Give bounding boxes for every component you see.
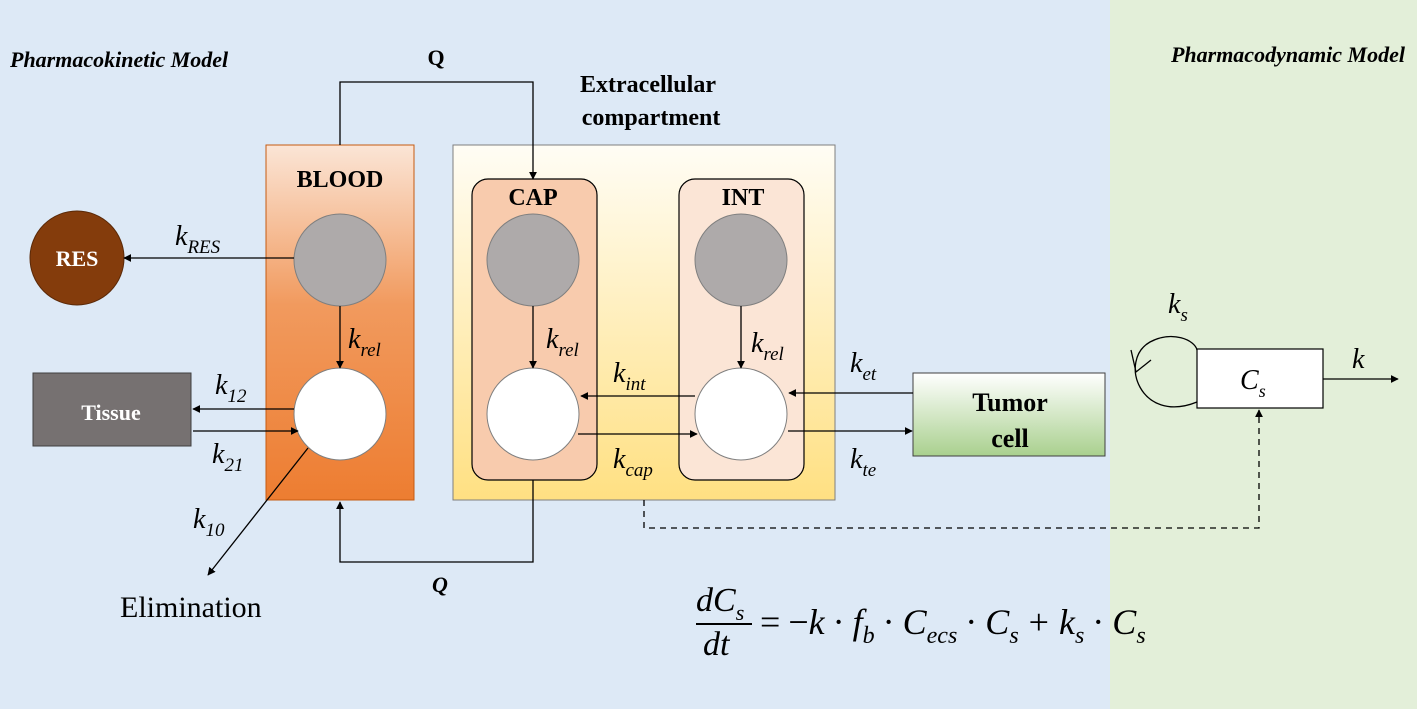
k-rel-int-label: krel xyxy=(751,328,784,365)
cs-box-label: Cs xyxy=(1240,365,1266,401)
equation-denominator: dt xyxy=(703,626,731,663)
extracellular-label-line2: compartment xyxy=(582,105,721,131)
k-te-label: kte xyxy=(850,444,876,481)
k-res-label: kRES xyxy=(175,221,221,258)
k-int-label: kint xyxy=(613,358,646,395)
equation-numerator: dCs xyxy=(696,582,744,625)
extracellular-label-line1: Extracellular xyxy=(580,72,716,98)
cap-free-node xyxy=(486,367,580,461)
k-output-label: k xyxy=(1352,344,1365,375)
pd-panel-title: Pharmacodynamic Model xyxy=(1170,42,1406,67)
k-rel-cap-label: krel xyxy=(546,324,579,361)
equation-body: =−k·fb·Cecs·Cs+ks·Cs xyxy=(760,602,1146,649)
k-12-label: k12 xyxy=(215,370,247,407)
flow-q-top-arrow xyxy=(339,81,537,180)
k-cap-label: kcap xyxy=(613,444,653,481)
blood-label: BLOOD xyxy=(297,167,384,193)
res-label: RES xyxy=(56,246,99,271)
pk-panel-title: Pharmacokinetic Model xyxy=(9,47,229,72)
tumor-label-line1: Tumor xyxy=(972,388,1048,417)
flow-q-bottom-arrow xyxy=(336,480,534,563)
blood-bound-node xyxy=(293,213,387,307)
flow-q-top-label: Q xyxy=(427,45,444,70)
k-et-label: ket xyxy=(850,348,877,385)
cecs-feedback-dashed-arrow xyxy=(643,409,1263,529)
equation: dCs dt =−k·fb·Cecs·Cs+ks·Cs xyxy=(696,582,1146,663)
k-21-label: k21 xyxy=(212,439,243,476)
elimination-label: Elimination xyxy=(120,591,262,624)
int-bound-node xyxy=(694,213,788,307)
tumor-cell-box xyxy=(912,372,1106,457)
cap-label: CAP xyxy=(508,185,557,211)
int-free-node xyxy=(694,367,788,461)
tissue-box xyxy=(32,372,192,447)
k-s-label: ks xyxy=(1168,289,1188,326)
k-s-loop-arrowhead xyxy=(1130,349,1152,374)
int-label: INT xyxy=(722,185,765,211)
k-s-loop xyxy=(1134,335,1198,408)
flow-q-bottom-label: Q xyxy=(432,572,448,597)
cs-box xyxy=(1196,348,1324,409)
k-rel-blood-label: krel xyxy=(348,324,381,361)
blood-free-node xyxy=(293,367,387,461)
k-10-label: k10 xyxy=(193,504,225,541)
cap-bound-node xyxy=(486,213,580,307)
tumor-label-line2: cell xyxy=(991,424,1029,453)
tissue-label: Tissue xyxy=(81,400,141,425)
k-10-arrow xyxy=(207,447,309,576)
